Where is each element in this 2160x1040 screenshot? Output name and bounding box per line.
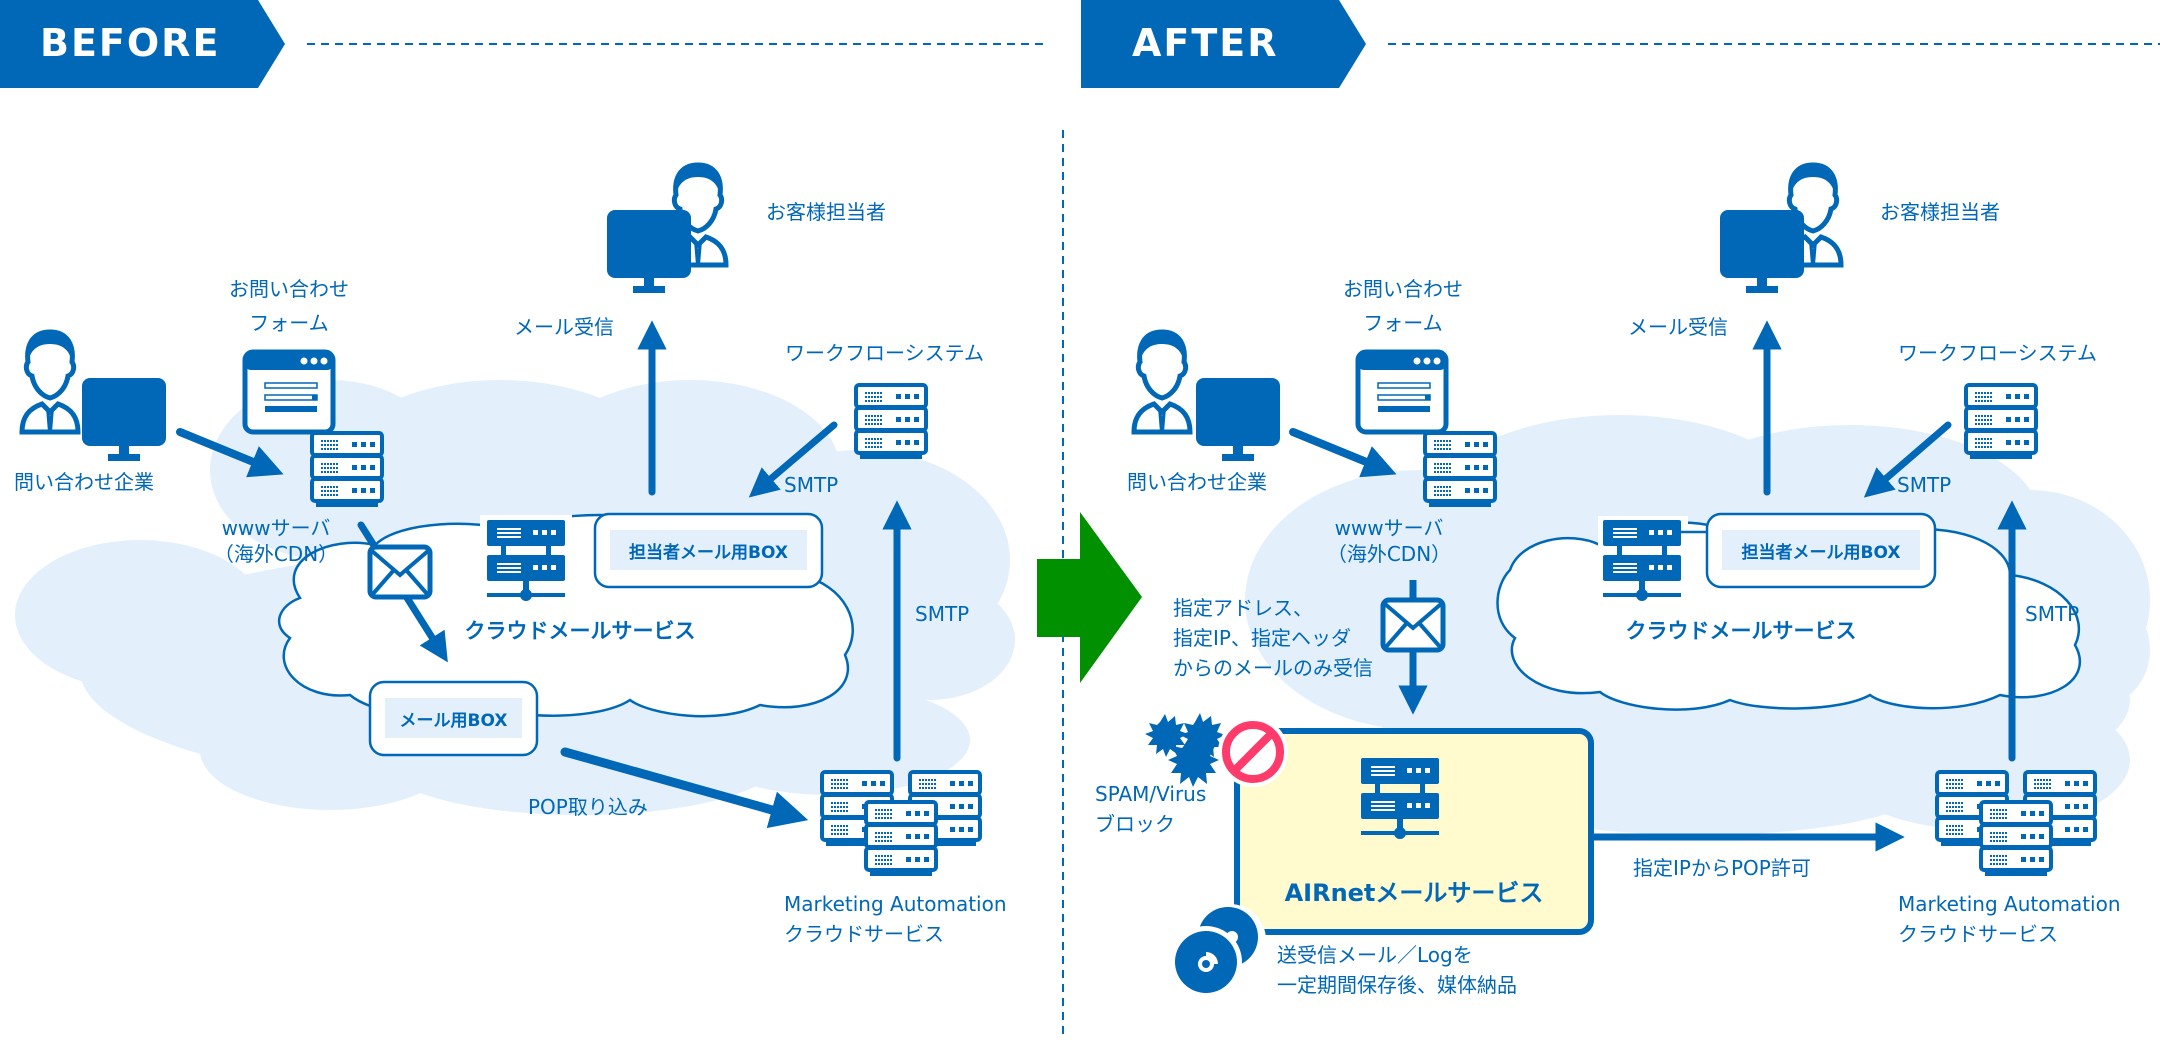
after-www-server-label-line1: wwwサーバ (1334, 516, 1444, 540)
www-server-label-line1: wwwサーバ (221, 516, 331, 540)
arrow-company-to-server (176, 428, 284, 478)
after-arrow-workflow-smtp (1863, 421, 1952, 498)
rep-mailbox-label: 担当者メール用BOX (610, 530, 807, 570)
pop-allow-label: 指定IPからPOP許可 (1633, 856, 1811, 880)
after-banner (1081, 0, 1366, 88)
inquiry-company-label: 問い合わせ企業 (14, 470, 154, 494)
after-inquiry-company-person-icon (1134, 332, 1280, 461)
after-www-server-icon (1425, 433, 1495, 507)
www-server-label-line2: （海外CDN） (213, 542, 339, 566)
after-ma-label-line2: クラウドサービス (1898, 922, 2058, 946)
transition-arrow (1037, 512, 1142, 683)
after-mail-receive-label: メール受信 (1628, 315, 1728, 339)
after-inquiry-form-icon (1358, 352, 1446, 432)
workflow-server-icon (856, 385, 926, 459)
after-rep-mailbox-label: 担当者メール用BOX (1722, 530, 1920, 570)
after-www-server-label-line2: （海外CDN） (1326, 542, 1452, 566)
envelope-icon (370, 547, 430, 597)
inquiry-form-icon (245, 352, 333, 432)
after-form-label-line1: お問い合わせ (1343, 277, 1463, 301)
spam-block-label-line2: ブロック (1095, 812, 1175, 836)
after-smtp-ma-label: SMTP (2025, 602, 2080, 626)
inquiry-company-person-icon (22, 332, 166, 461)
mail-receive-label: メール受信 (514, 315, 614, 339)
after-arrow-company-to-server (1289, 428, 1397, 478)
customer-rep-person-icon (607, 165, 726, 293)
pop-import-label: POP取り込み (528, 795, 648, 819)
spam-virus-icon (1145, 713, 1225, 787)
ma-label-line2: クラウドサービス (784, 922, 944, 946)
after-cloud-mail-service-label: クラウドメールサービス (1625, 619, 1857, 643)
arrow-pop-import (560, 747, 809, 829)
airnet-service-label: AIRnetメールサービス (1284, 879, 1544, 907)
after-customer-rep-person-icon (1720, 165, 1841, 293)
mailbox-label: メール用BOX (385, 698, 522, 738)
after-smtp-workflow-label: SMTP (1897, 473, 1952, 497)
after-form-label-line2: フォーム (1363, 311, 1443, 335)
ma-label-line1: Marketing Automation (784, 892, 1007, 916)
filter-rule-line1: 指定アドレス、 (1173, 596, 1313, 620)
www-server-icon (312, 433, 382, 507)
after-workflow-server-icon (1966, 385, 2036, 459)
form-label-line2: フォーム (249, 311, 329, 335)
before-banner (0, 0, 285, 88)
workflow-system-label: ワークフローシステム (785, 341, 984, 365)
ma-cloud-servers-icon (822, 772, 980, 876)
customer-rep-label: お客様担当者 (766, 200, 886, 224)
after-workflow-system-label: ワークフローシステム (1898, 341, 2097, 365)
after-banner-label: AFTER (1132, 21, 1279, 65)
filter-rule-line3: からのメールのみ受信 (1173, 656, 1373, 680)
smtp-workflow-label: SMTP (784, 473, 839, 497)
before-banner-label: BEFORE (40, 21, 221, 65)
arrow-workflow-smtp (748, 421, 838, 498)
spam-block-label-line1: SPAM/Virus (1095, 782, 1207, 806)
smtp-ma-label: SMTP (915, 602, 970, 626)
archive-label-line2: 一定期間保存後、媒体納品 (1277, 973, 1517, 997)
archive-label-line1: 送受信メール／Logを (1277, 943, 1473, 967)
after-ma-label-line1: Marketing Automation (1898, 892, 2121, 916)
after-inquiry-company-label: 問い合わせ企業 (1127, 470, 1267, 494)
cloud-mail-service-label: クラウドメールサービス (464, 619, 696, 643)
block-prohibited-icon (1218, 717, 1288, 787)
after-customer-rep-label: お客様担当者 (1880, 200, 2000, 224)
archive-disc-icon (1170, 904, 1266, 998)
filter-rule-line2: 指定IP、指定ヘッダ (1173, 626, 1351, 650)
form-label-line1: お問い合わせ (229, 277, 349, 301)
after-envelope-icon (1383, 600, 1443, 650)
